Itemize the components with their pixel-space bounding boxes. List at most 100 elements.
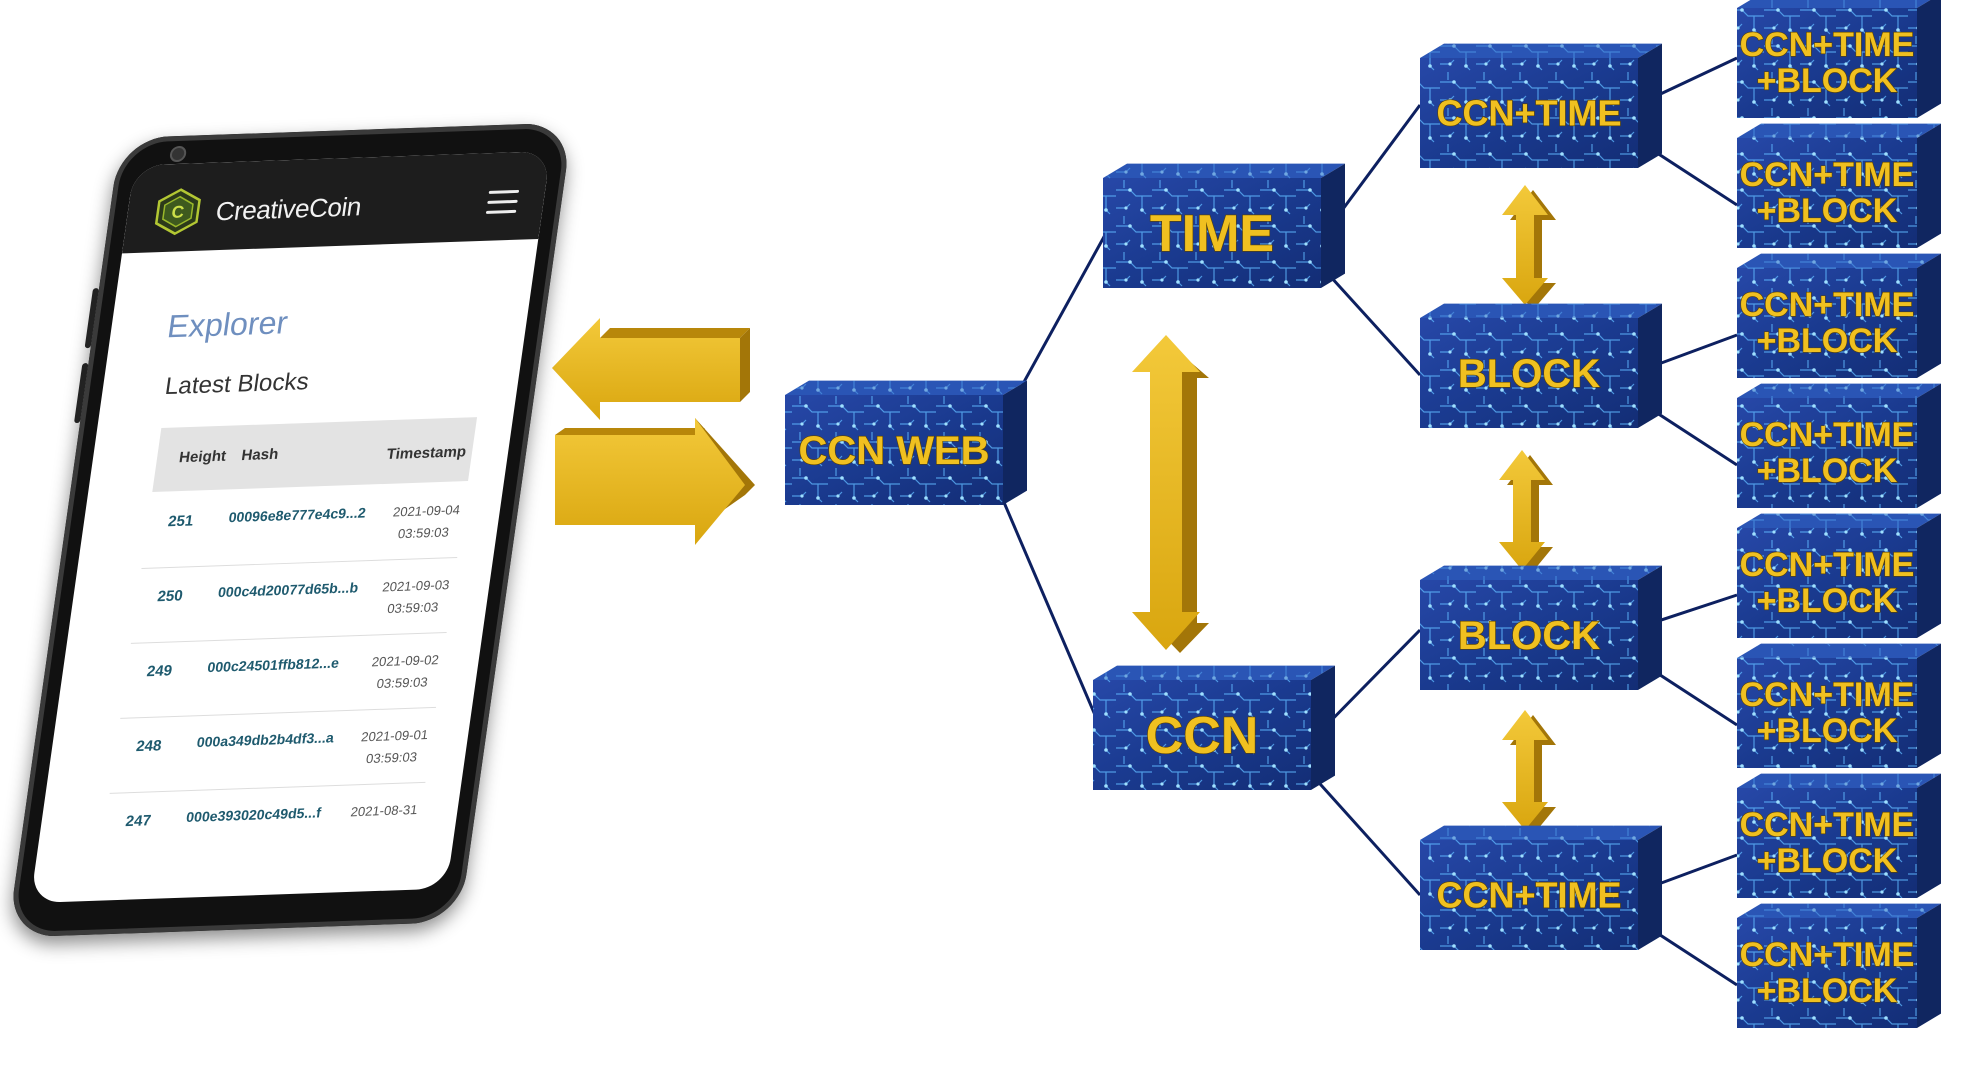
node-block-upper: BLOCK: [1420, 303, 1662, 428]
box-side-face: [1917, 0, 1941, 118]
box-side-face: [1638, 303, 1662, 428]
circuit-pattern: [1737, 253, 1941, 268]
circuit-pattern: [1737, 918, 1917, 1028]
block-hash[interactable]: 000e393020c49d5...f: [185, 804, 323, 826]
circuit-pattern: [1737, 773, 1941, 788]
circuit-pattern: [785, 380, 1027, 395]
arrow-left-icon: [552, 318, 750, 420]
column-header-height: Height: [177, 447, 228, 467]
block-time: 03:59:03: [386, 599, 440, 617]
circuit-pattern: [1737, 268, 1917, 378]
node-label: +BLOCK: [1757, 452, 1898, 490]
node-label: CCN+TIME: [1740, 156, 1915, 194]
node-leaf-8: CCN+TIME+BLOCK: [1737, 903, 1941, 1028]
circuit-pattern: [1420, 840, 1638, 950]
node-boxes: CCN WEB TIME CCN CCN+TIME BLOCK BLOCK CCN+TIME…: [785, 0, 1941, 1028]
app-name: CreativeCoin: [213, 191, 364, 227]
circuit-pattern: [1737, 8, 1917, 118]
double-arrow-2-icon: [1499, 450, 1553, 575]
circuit-pattern: [1737, 788, 1917, 898]
connector-time-block: [1318, 263, 1422, 377]
table-row[interactable]: 247 000e393020c49d5...f 2021-08-31: [99, 787, 425, 868]
node-label: CCN: [1146, 707, 1259, 765]
circuit-pattern: [1737, 138, 1917, 248]
section-title: Latest Blocks: [163, 368, 311, 401]
block-date: 2021-08-31: [349, 802, 419, 820]
node-leaf-5: CCN+TIME+BLOCK: [1737, 513, 1941, 638]
circuit-pattern: [1737, 123, 1941, 138]
node-label: CCN+TIME: [1740, 26, 1915, 64]
box-side-face: [1917, 123, 1941, 248]
block-date: 2021-09-02: [370, 652, 440, 670]
phone-body: C CreativeCoin Explorer Latest Blocks He…: [7, 122, 573, 938]
circuit-pattern: [1420, 58, 1638, 168]
node-label: CCN+TIME: [1740, 546, 1915, 584]
node-leaf-2: CCN+TIME+BLOCK: [1737, 123, 1941, 248]
block-hash[interactable]: 00096e8e777e4c9...2: [227, 504, 367, 526]
double-arrow-1-icon: [1502, 185, 1556, 310]
block-height[interactable]: 247: [124, 812, 153, 831]
node-label: CCN+TIME: [1740, 936, 1915, 974]
node-time: TIME: [1103, 163, 1345, 288]
box-side-face: [1638, 43, 1662, 168]
column-header-hash: Hash: [240, 445, 280, 465]
block-height[interactable]: 249: [145, 662, 174, 681]
creativecoin-logo-icon: C: [154, 188, 201, 236]
block-hash[interactable]: 000c24501ffb812...e: [206, 654, 341, 676]
node-label: BLOCK: [1458, 614, 1600, 658]
exchange-arrows: [552, 318, 755, 545]
block-date: 2021-09-01: [360, 727, 430, 745]
circuit-pattern: [1103, 163, 1345, 178]
circuit-pattern: [1737, 513, 1941, 528]
node-label: +BLOCK: [1757, 192, 1898, 230]
circuit-pattern: [1420, 43, 1662, 58]
block-hash[interactable]: 000a349db2b4df3...a: [195, 729, 336, 751]
block-time: 03:59:03: [396, 524, 450, 542]
block-height[interactable]: 250: [156, 587, 184, 606]
hamburger-menu-icon[interactable]: [485, 189, 520, 215]
block-hash[interactable]: 000c4d20077d65b...b: [217, 579, 360, 601]
double-arrow-3-icon: [1502, 710, 1556, 835]
node-label: CCN+TIME: [1740, 676, 1915, 714]
node-leaf-6: CCN+TIME+BLOCK: [1737, 643, 1941, 768]
node-leaf-3: CCN+TIME+BLOCK: [1737, 253, 1941, 378]
svg-text:C: C: [170, 202, 185, 222]
box-side-face: [1917, 253, 1941, 378]
node-leaf-1: CCN+TIME+BLOCK: [1737, 0, 1941, 118]
box-side-face: [1638, 825, 1662, 950]
block-height[interactable]: 251: [166, 512, 195, 531]
connector-web-ccn: [1001, 499, 1097, 716]
box-side-face: [1917, 643, 1941, 768]
node-label: CCN+TIME: [1740, 416, 1915, 454]
camera-icon: [168, 145, 188, 163]
circuit-pattern: [1103, 178, 1321, 288]
node-ccn-time-top: CCN+TIME: [1420, 43, 1662, 168]
circuit-pattern: [1737, 383, 1941, 398]
block-time: 03:59:03: [375, 674, 429, 692]
page-title: Explorer: [165, 304, 291, 345]
box-side-face: [1321, 163, 1345, 288]
circuit-pattern: [1420, 318, 1638, 428]
node-label: +BLOCK: [1757, 712, 1898, 750]
block-timestamp: 2021-09-02 03:59:03: [367, 649, 440, 695]
node-ccn-web: CCN WEB: [785, 380, 1027, 505]
node-label: CCN+TIME: [1436, 875, 1621, 916]
node-label: CCN WEB: [798, 429, 989, 473]
smartphone: C CreativeCoin Explorer Latest Blocks He…: [7, 122, 573, 950]
node-label: BLOCK: [1458, 352, 1600, 396]
connector-ccn-ccntime: [1310, 773, 1422, 897]
volume-button: [84, 288, 100, 349]
circuit-pattern: [1420, 565, 1662, 580]
block-height[interactable]: 248: [135, 737, 163, 756]
table-row[interactable]: 249 000c24501ffb812...e 2021-09-02 03:59:…: [120, 636, 446, 719]
circuit-pattern: [1737, 903, 1941, 918]
box-side-face: [1638, 565, 1662, 690]
double-arrow-time-ccn-icon: [1132, 335, 1209, 653]
